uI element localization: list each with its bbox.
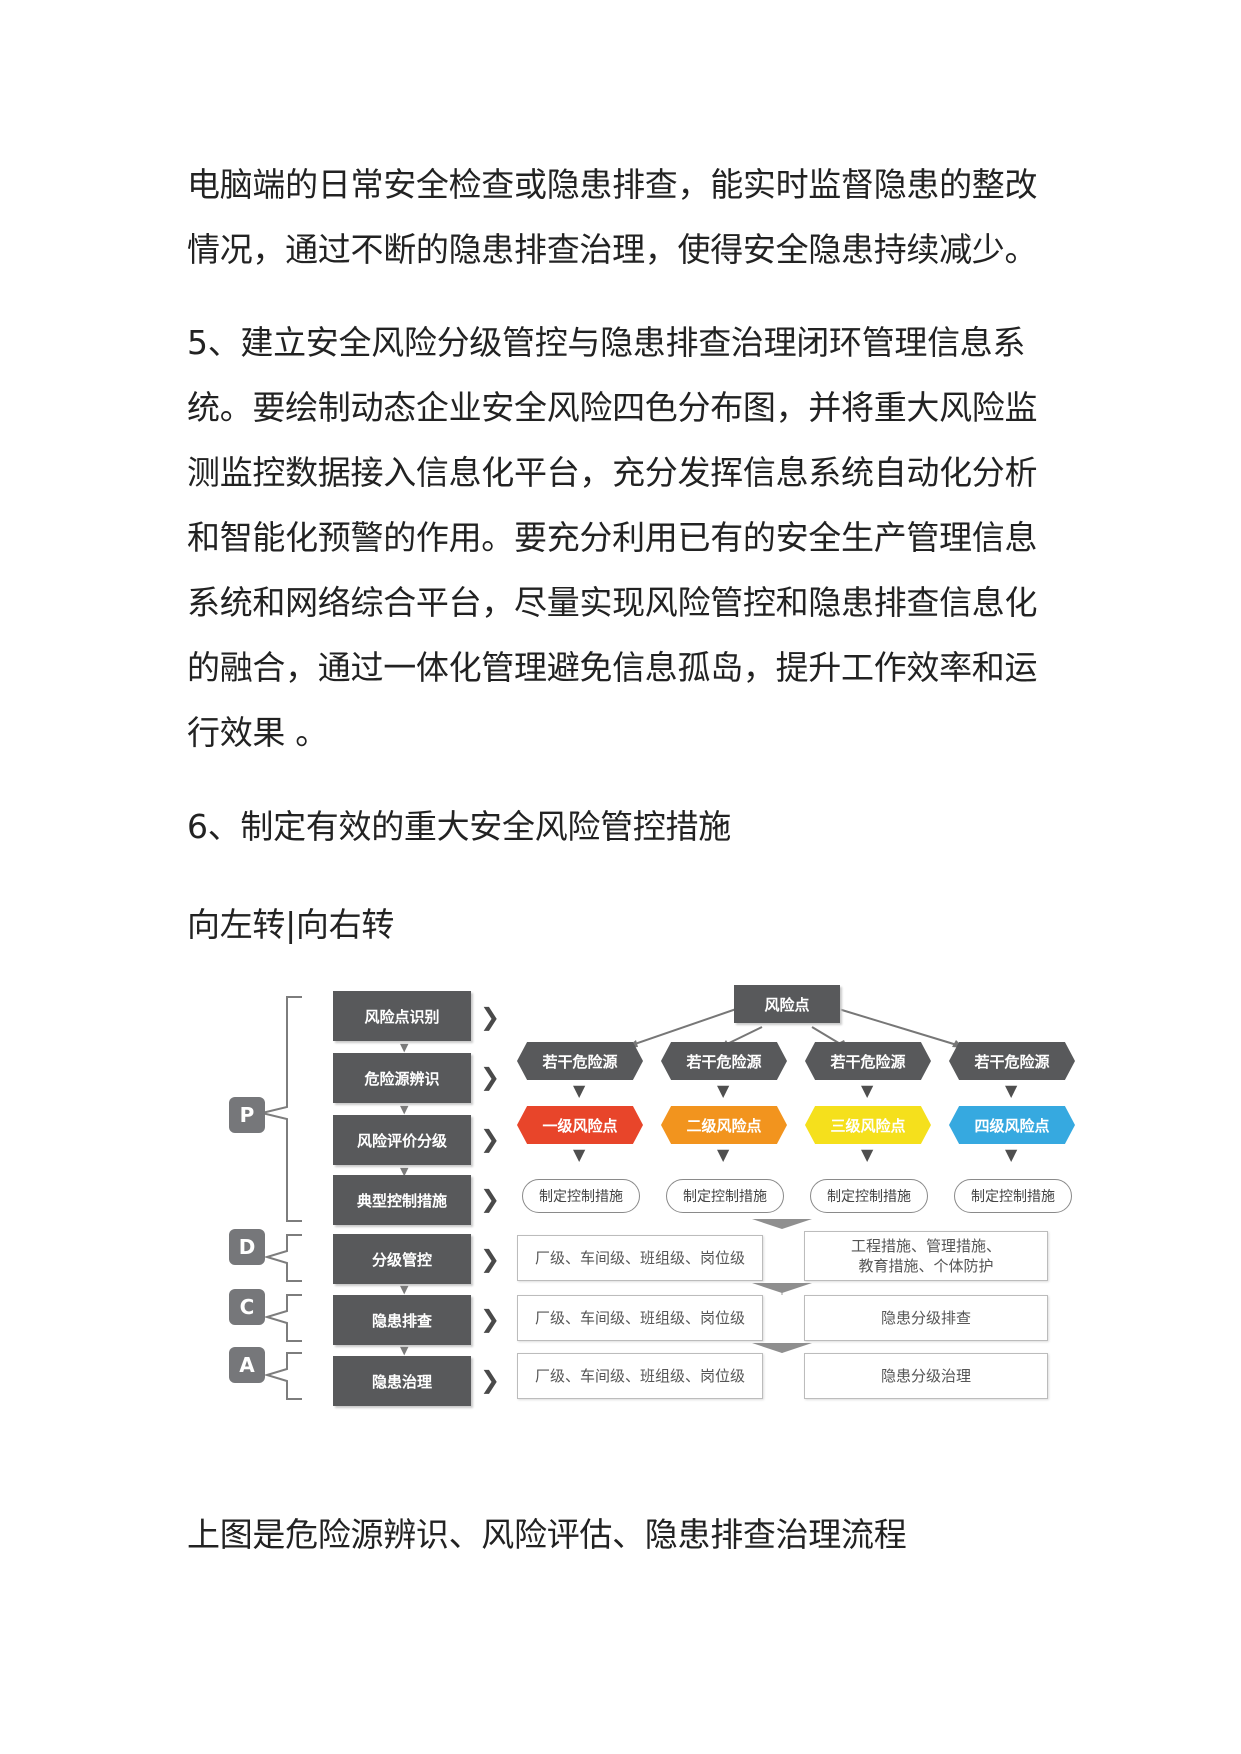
step-graded-control: 分级管控 xyxy=(333,1234,471,1284)
chevron-right-icon: ❯ xyxy=(480,1245,501,1273)
down-arrow-icon: ▼ xyxy=(1005,1081,1018,1100)
down-arrow-icon: ▼ xyxy=(717,1081,730,1100)
chevron-right-icon: ❯ xyxy=(480,1003,501,1031)
down-arrow-icon xyxy=(752,1219,812,1229)
row3-right-remediation: 隐患分级治理 xyxy=(804,1353,1048,1399)
phase-p: P xyxy=(229,1097,265,1133)
risk-level-3: 三级风险点 xyxy=(805,1106,931,1144)
paragraph-item-5: 5、建立安全风险分级管控与隐患排查治理闭环管理信息系 统。要绘制动态企业安全风险… xyxy=(187,323,1038,752)
hazard-group-3: 若干危险源 xyxy=(805,1042,931,1080)
risk-level-2: 二级风险点 xyxy=(661,1106,787,1144)
figure-caption: 上图是危险源辨识、风险评估、隐患排查治理流程 xyxy=(187,1515,907,1554)
phase-c: C xyxy=(229,1289,265,1325)
root-risk-point: 风险点 xyxy=(734,985,840,1023)
step-typical-controls: 典型控制措施 xyxy=(333,1175,471,1225)
control-measure-2: 制定控制措施 xyxy=(666,1179,784,1213)
down-arrow-icon: ▼ xyxy=(717,1145,730,1164)
pdca-flow-diagram: P D C A 风险点识别 ▼ 危险源辨识 ▼ 风险评价分级 ▼ 典型控制措施 … xyxy=(222,985,1100,1425)
down-arrow-icon: ▼ xyxy=(400,1041,409,1054)
step-hazard-remediation: 隐患治理 xyxy=(333,1356,471,1406)
row2-left-levels: 厂级、车间级、班组级、岗位级 xyxy=(517,1295,763,1341)
down-arrow-icon: ▼ xyxy=(400,1165,409,1178)
row2-right-inspection: 隐患分级排查 xyxy=(804,1295,1048,1341)
chevron-right-icon: ❯ xyxy=(480,1366,501,1394)
down-arrow-icon: ▼ xyxy=(400,1283,409,1296)
down-arrow-icon: ▼ xyxy=(573,1145,586,1164)
row1-left-levels: 厂级、车间级、班组级、岗位级 xyxy=(517,1235,763,1281)
paragraph-daily-inspection: 电脑端的日常安全检查或隐患排查，能实时监督隐患的整改 情况，通过不断的隐患排查治… xyxy=(187,165,1038,269)
down-arrow-icon xyxy=(752,1343,812,1353)
risk-level-4: 四级风险点 xyxy=(949,1106,1075,1144)
phase-a: A xyxy=(229,1347,265,1383)
row3-left-levels: 厂级、车间级、班组级、岗位级 xyxy=(517,1353,763,1399)
phase-d: D xyxy=(229,1229,265,1265)
down-arrow-icon: ▼ xyxy=(1005,1145,1018,1164)
control-measure-4: 制定控制措施 xyxy=(954,1179,1072,1213)
down-arrow-icon: ▼ xyxy=(573,1081,586,1100)
chevron-right-icon: ❯ xyxy=(480,1305,501,1333)
down-arrow-icon: ▼ xyxy=(400,1344,409,1357)
hazard-group-2: 若干危险源 xyxy=(661,1042,787,1080)
step-hazard-inspection: 隐患排查 xyxy=(333,1295,471,1345)
down-arrow-icon xyxy=(752,1283,812,1293)
chevron-right-icon: ❯ xyxy=(480,1125,501,1153)
risk-level-1: 一级风险点 xyxy=(517,1106,643,1144)
control-measure-3: 制定控制措施 xyxy=(810,1179,928,1213)
hazard-group-4: 若干危险源 xyxy=(949,1042,1075,1080)
hazard-group-1: 若干危险源 xyxy=(517,1042,643,1080)
down-arrow-icon: ▼ xyxy=(400,1103,409,1116)
chevron-right-icon: ❯ xyxy=(480,1185,501,1213)
down-arrow-icon: ▼ xyxy=(861,1145,874,1164)
chevron-right-icon: ❯ xyxy=(480,1063,501,1091)
step-hazard-identification: 危险源辨识 xyxy=(333,1053,471,1103)
step-risk-identification: 风险点识别 xyxy=(333,991,471,1041)
control-measure-1: 制定控制措施 xyxy=(522,1179,640,1213)
heading-item-6: 6、制定有效的重大安全风险管控措施 xyxy=(187,807,731,846)
step-risk-assessment: 风险评价分级 xyxy=(333,1115,471,1165)
down-arrow-icon: ▼ xyxy=(861,1081,874,1100)
rotate-links[interactable]: 向左转|向右转 xyxy=(187,905,395,944)
row1-right-measures: 工程措施、管理措施、 教育措施、个体防护 xyxy=(804,1231,1048,1281)
